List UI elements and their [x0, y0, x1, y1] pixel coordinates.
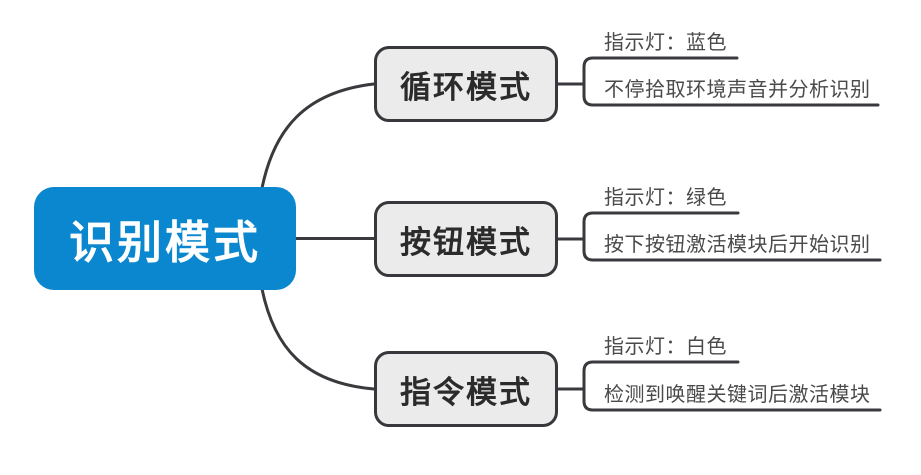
root-node-recognition-mode[interactable]: 识别模式 — [34, 187, 296, 290]
branch-node-command-mode[interactable]: 指令模式 — [374, 351, 558, 427]
root-node-label: 识别模式 — [68, 217, 261, 268]
connector-root-to-loop-mode — [260, 82, 376, 190]
leaf-bracket-command-mode — [582, 360, 882, 412]
branch-node-label: 指令模式 — [400, 374, 532, 410]
branch-node-label: 循环模式 — [400, 69, 532, 105]
branch-node-label: 按钮模式 — [400, 224, 532, 260]
leaf-loop-indicator-color[interactable]: 指示灯：蓝色 — [604, 32, 727, 54]
leaf-loop-description[interactable]: 不停拾取环境声音并分析识别 — [604, 79, 871, 101]
leaf-bracket-loop-mode — [582, 56, 880, 107]
leaf-button-description[interactable]: 按下按钮激活模块后开始识别 — [604, 234, 871, 256]
leaf-button-indicator-color[interactable]: 指示灯：绿色 — [604, 187, 727, 209]
leaf-command-description[interactable]: 检测到唤醒关键词后激活模块 — [604, 384, 871, 406]
branch-node-loop-mode[interactable]: 循环模式 — [374, 46, 558, 122]
branch-node-button-mode[interactable]: 按钮模式 — [374, 201, 558, 277]
leaf-bracket-button-mode — [582, 211, 882, 262]
connector-root-to-command-mode — [260, 287, 376, 391]
leaf-command-indicator-color[interactable]: 指示灯：白色 — [604, 336, 727, 358]
